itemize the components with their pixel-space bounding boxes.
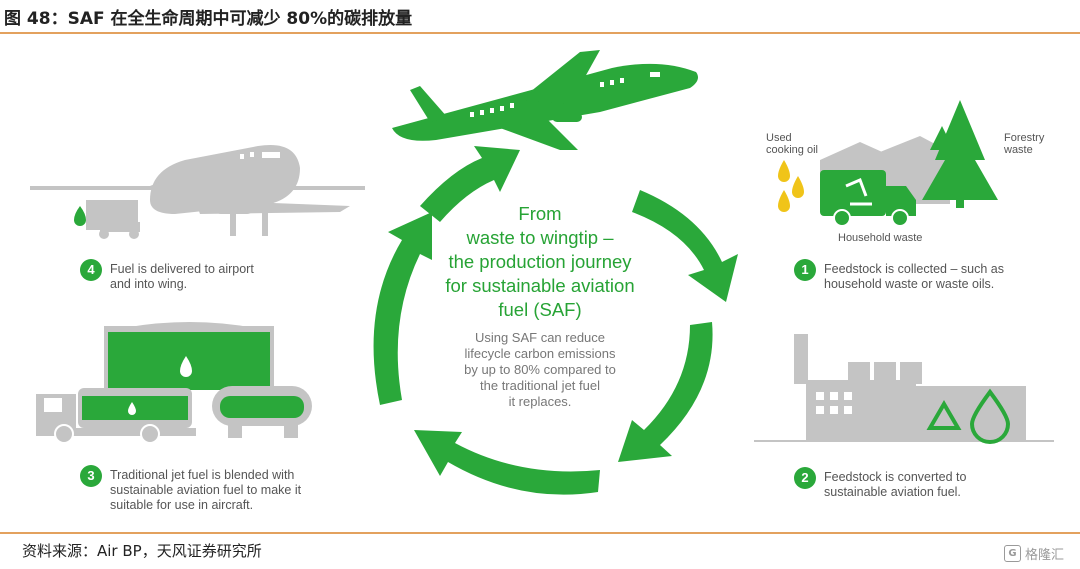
watermark-logo-icon: G (1003, 545, 1021, 562)
arrow-bottom-right (618, 322, 713, 462)
fuel-tank-icon (212, 386, 312, 438)
gray-airplane-icon (30, 144, 365, 239)
step-3-badge: 3 (80, 465, 102, 487)
bottom-divider (0, 532, 1080, 534)
arrow-left (373, 212, 432, 405)
source-note: 资料来源：Air BP，天风证券研究所 (22, 542, 262, 560)
center-heading: From waste to wingtip – the production j… (445, 203, 635, 320)
used-cooking-oil-label: Used cooking oil (766, 132, 818, 156)
step-4: 4 Fuel is delivered to airport and into … (80, 259, 254, 292)
cycle-arrows (373, 146, 738, 495)
recycle-icon (926, 400, 962, 430)
step-2: 2 Feedstock is converted to sustainable … (794, 467, 967, 500)
watermark: G 格隆汇 (1003, 544, 1064, 563)
oil-drop-icon (778, 160, 804, 212)
green-drop-icon (969, 388, 1011, 444)
step-3: 3 Traditional jet fuel is blended with s… (80, 465, 302, 513)
step-1-badge: 1 (794, 259, 816, 281)
step-1: 1 Feedstock is collected – such as house… (794, 259, 1004, 292)
fuel-drop-icon (74, 206, 86, 226)
step-4-text: Fuel is delivered to airport and into wi… (110, 262, 254, 291)
arrow-top-left (420, 146, 520, 222)
top-divider (0, 32, 1080, 34)
figure-title: 图 48：SAF 在全生命周期中可减少 80%的碳排放量 (4, 9, 413, 29)
forestry-waste-label: Forestry waste (1004, 132, 1045, 156)
center-body: Using SAF can reduce lifecycle carbon em… (464, 330, 616, 409)
step-4-badge: 4 (80, 259, 102, 281)
step-2-badge: 2 (794, 467, 816, 489)
household-waste-label: Household waste (838, 232, 923, 244)
step-1-text: Feedstock is collected – such as househo… (824, 262, 1004, 291)
step-3-text: Traditional jet fuel is blended with sus… (110, 468, 302, 512)
watermark-text: 格隆汇 (1024, 548, 1064, 563)
arrow-top-right (632, 190, 738, 302)
green-airplane-icon (392, 50, 698, 150)
garbage-truck-icon (820, 170, 916, 227)
factory-icon (754, 334, 1054, 442)
arrow-bottom-left (414, 430, 600, 495)
step-2-text: Feedstock is converted to sustainable av… (824, 470, 967, 499)
tanker-truck-icon (36, 388, 196, 444)
tree-icon (922, 100, 998, 208)
storage-tank-icon (104, 322, 274, 390)
